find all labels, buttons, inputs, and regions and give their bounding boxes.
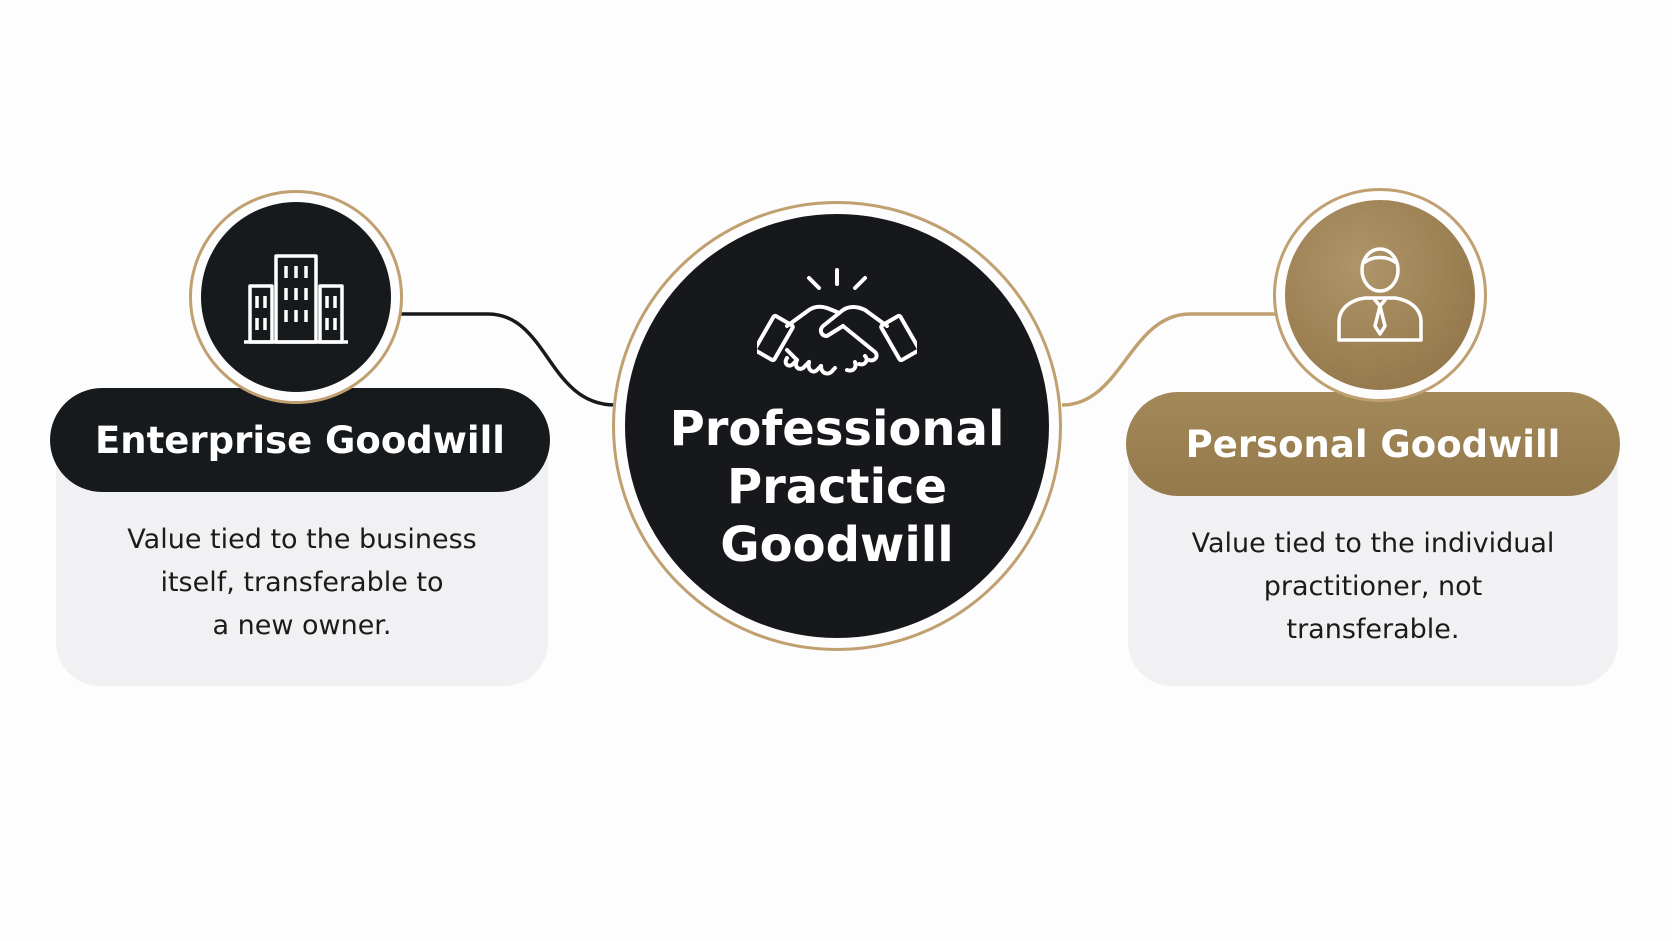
center-title-line-3: Goodwill bbox=[720, 517, 954, 573]
personal-description-line-3: transferable. bbox=[1286, 614, 1460, 645]
enterprise-icon-ring bbox=[189, 190, 403, 404]
enterprise-description-line-1: Value tied to the business bbox=[127, 524, 477, 555]
center-title-line-2: Practice bbox=[726, 459, 948, 515]
handshake-icon bbox=[757, 268, 917, 376]
personal-icon-ring bbox=[1273, 188, 1487, 402]
building-icon bbox=[244, 254, 348, 344]
person-icon bbox=[1337, 247, 1423, 342]
center-title: Professional Practice Goodwill bbox=[625, 400, 1049, 574]
center-ring: Professional Practice Goodwill bbox=[612, 201, 1062, 651]
right-connector bbox=[1061, 312, 1276, 407]
enterprise-icon-disc bbox=[201, 202, 391, 392]
center-disc: Professional Practice Goodwill bbox=[625, 214, 1049, 638]
center-title-line-1: Professional bbox=[669, 401, 1005, 457]
personal-description-line-2: practitioner, not bbox=[1263, 571, 1483, 602]
personal-goodwill-title: Personal Goodwill bbox=[1126, 392, 1620, 496]
left-connector bbox=[400, 312, 616, 407]
enterprise-goodwill-title: Enterprise Goodwill bbox=[50, 388, 550, 492]
enterprise-description-line-3: a new owner. bbox=[212, 610, 392, 641]
personal-description-line-1: Value tied to the individual bbox=[1191, 528, 1555, 559]
enterprise-description-line-2: itself, transferable to bbox=[160, 567, 444, 598]
personal-icon-disc bbox=[1285, 200, 1475, 390]
